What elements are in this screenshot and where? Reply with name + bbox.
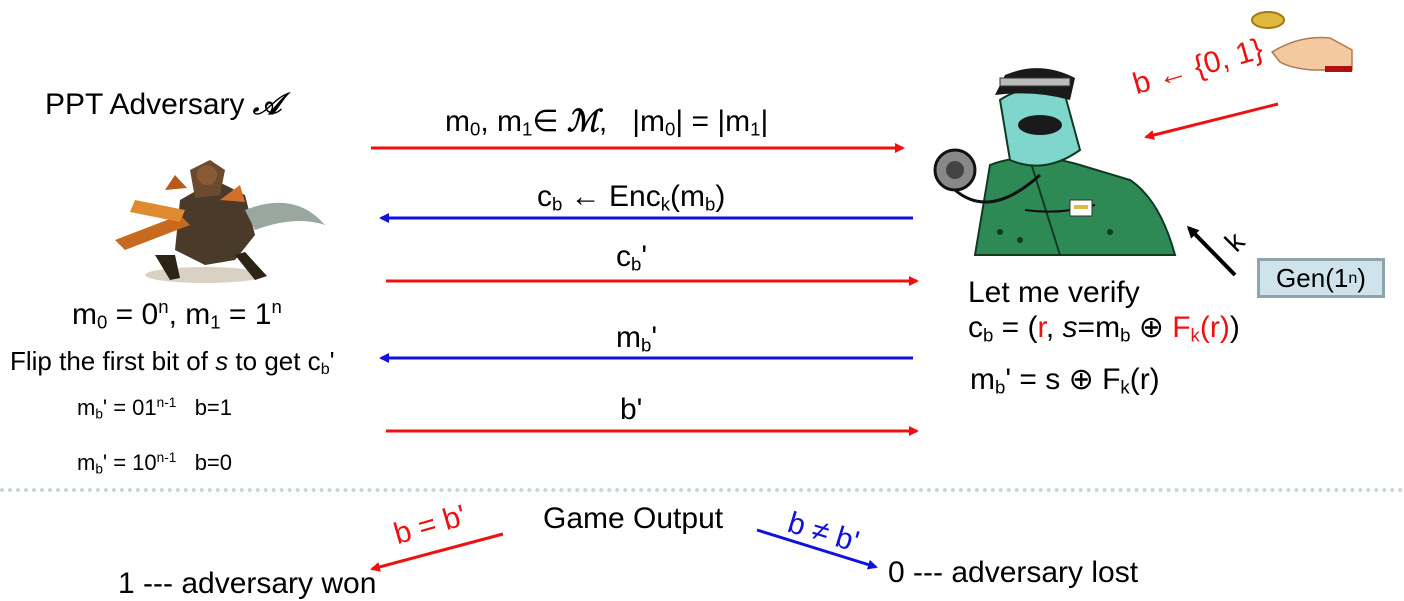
adversary-case-b1: mb' = 01n-1 b=1 (77, 394, 233, 422)
message-2-label: cb ← Enck(mb) (537, 180, 726, 215)
verify-message-formula: mb' = s ⊕ Fk(r) (970, 363, 1160, 398)
message-3-label: cb' (616, 240, 648, 275)
win-condition-label: b = b' (390, 499, 470, 551)
message-4-label: mb' (616, 321, 658, 356)
adversary-case-b0: mb' = 10n-1 b=0 (77, 449, 233, 477)
adversary-symbol: 𝒜 (252, 87, 282, 122)
section-divider (0, 488, 1404, 492)
adversary-title: PPT Adversary 𝒜 (45, 87, 282, 122)
message-1-label: m0, m1∈ ℳ, |m0| = |m1| (445, 104, 769, 140)
coin-flip-label: b ← {0, 1} (1129, 32, 1267, 101)
game-output-title: Game Output (543, 502, 724, 535)
key-label: k (1218, 225, 1251, 258)
lose-condition-label: b ≠ b' (783, 506, 863, 559)
verify-ciphertext-formula: cb = (r, s=mb ⊕ Fk(r)) (968, 311, 1240, 346)
message-5-label: b' (620, 393, 643, 426)
verify-title: Let me verify (968, 276, 1140, 309)
lose-result: 0 --- adversary lost (888, 556, 1139, 589)
adversary-message-choice: m0 = 0n, m1 = 1n (72, 295, 282, 333)
win-result: 1 --- adversary won (118, 567, 377, 600)
arrow-coin-to-challenger (1144, 102, 1279, 140)
adversary-flip-step: Flip the first bit of s to get cb' (10, 346, 335, 379)
